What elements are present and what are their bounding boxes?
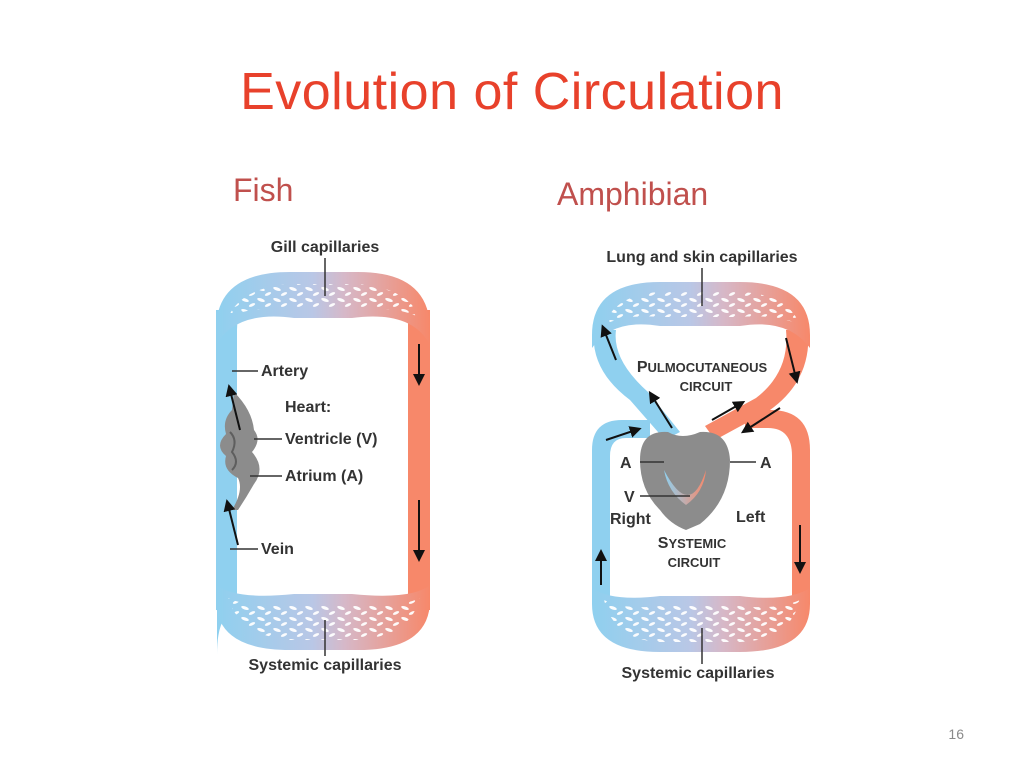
fish-diagram: Gill capillaries Artery Heart: Ventricle…: [216, 239, 430, 674]
amphibian-pulmocutaneous-rest: ULMOCUTANEOUS: [648, 360, 768, 375]
amphibian-arrow-to-lungs: [648, 390, 673, 429]
amphibian-heart: [640, 431, 730, 530]
amphibian-systemic-rest: YSTEMIC: [668, 536, 726, 551]
amphibian-ventricle-label: V: [624, 489, 635, 506]
amphibian-heading: Amphibian: [557, 176, 709, 212]
amphibian-pulmocutaneous-label: PULMOCUTANEOUS: [637, 359, 768, 376]
fish-gill-capillaries-label: Gill capillaries: [271, 239, 380, 256]
fish-arrow-up-upper: [225, 384, 241, 431]
amphibian-arrow-vena-cava: [605, 426, 642, 441]
amphibian-right-label: Right: [610, 511, 652, 528]
fish-vein-label: Vein: [261, 541, 294, 558]
amphibian-lung-skin-capillaries-label: Lung and skin capillaries: [606, 249, 797, 266]
fish-heart-label: Heart:: [285, 399, 331, 416]
amphibian-arrow-pulmonary-down: [785, 337, 801, 384]
amphibian-right-atrium-label: A: [620, 455, 632, 472]
amphibian-pulmonary-oxygenated-vessel: [705, 330, 809, 440]
amphibian-left-atrium-label: A: [760, 455, 772, 472]
amphibian-systemic-capillaries-label: Systemic capillaries: [622, 665, 775, 682]
amphibian-systemic-circuit-label: CIRCUIT: [668, 555, 721, 570]
amphibian-left-label: Left: [736, 509, 766, 526]
amphibian-systemic-oxygenated-vessel: [745, 410, 810, 600]
amphibian-diagram: Lung and skin capillaries PULMOCUTANEOUS…: [592, 249, 810, 682]
amphibian-systemic-label: SYSTEMIC: [658, 535, 727, 552]
fish-atrium-label: Atrium (A): [285, 468, 363, 485]
fish-ventricle-label: Ventricle (V): [285, 431, 377, 448]
amphibian-arrow-to-heart: [740, 407, 781, 434]
fish-arrow-up-lower: [223, 499, 239, 546]
amphibian-systemic-initial: S: [658, 535, 669, 552]
fish-artery-label: Artery: [261, 363, 308, 380]
amphibian-pulmocutaneous-circuit-label: CIRCUIT: [680, 379, 733, 394]
fish-heart: [220, 392, 260, 510]
fish-heading: Fish: [233, 172, 294, 208]
slide-title: Evolution of Circulation: [240, 63, 784, 121]
fish-systemic-capillaries-label: Systemic capillaries: [249, 657, 402, 674]
page-number: 16: [948, 726, 964, 742]
amphibian-arrow-pulmonary-up: [600, 324, 617, 361]
amphibian-pulmocutaneous-initial: P: [637, 359, 648, 376]
amphibian-arrow-aorta: [711, 401, 746, 421]
